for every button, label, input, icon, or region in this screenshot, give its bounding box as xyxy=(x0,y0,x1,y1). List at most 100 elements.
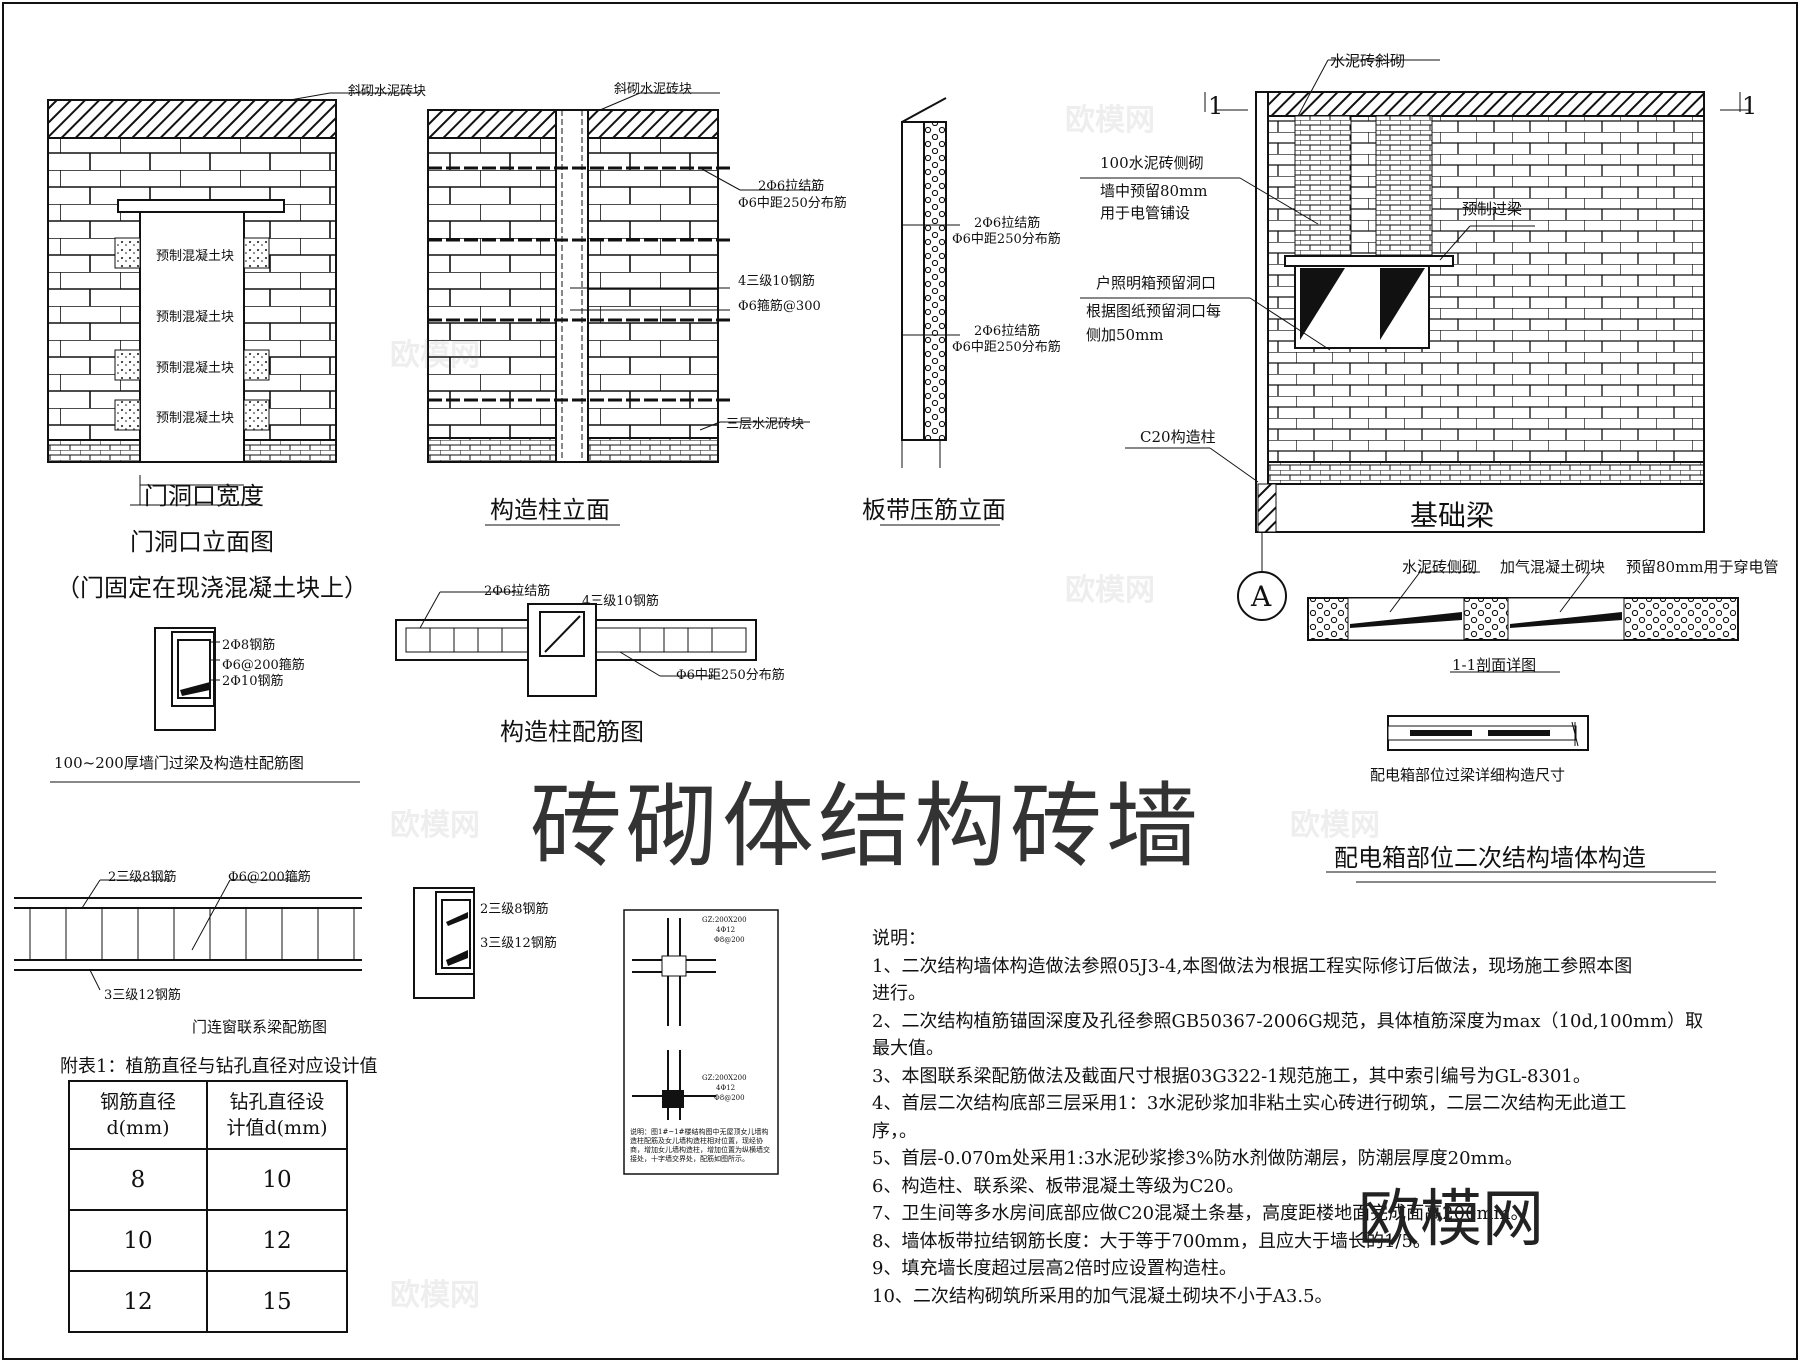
brand-logo: 欧模网 xyxy=(1358,1182,1545,1255)
door-caption-elevation: 门洞口立面图 xyxy=(130,528,274,556)
door-top-label: 斜砌水泥砖块 xyxy=(348,84,427,99)
table-cell: 8 xyxy=(68,1148,208,1211)
tie-beam-top-label: 2三级8钢筋 xyxy=(108,870,177,885)
col-rebar-tie-label: 2Φ6拉结筋 xyxy=(484,584,551,599)
note-line: 序，。 xyxy=(872,1120,917,1142)
column-top-label: 斜砌水泥砖块 xyxy=(614,82,693,97)
door-elevation xyxy=(47,92,420,506)
table-cell: 10 xyxy=(68,1209,208,1272)
watermark: 欧模网 xyxy=(390,1278,480,1313)
gz-label: GZ:200X200 xyxy=(702,1074,747,1082)
watermark: 欧模网 xyxy=(390,338,480,373)
tie-beam-sec-bot-label: 3三级12钢筋 xyxy=(480,936,557,951)
table-title: 附表1：植筋直径与钻孔直径对应设计值 xyxy=(60,1056,378,1077)
col-rebar-main-label: 4三级10钢筋 xyxy=(582,594,659,609)
section-caption: 1-1剖面详图 xyxy=(1452,656,1537,674)
col-rebar-dist-label: Φ6中距250分布筋 xyxy=(676,668,785,683)
column-rebar-label: 4三级10钢筋 xyxy=(738,274,815,289)
box-lintel-label: 预制过梁 xyxy=(1462,200,1523,218)
gz-label: GZ:200X200 xyxy=(702,916,747,924)
door-block-label: 预制混凝土块 xyxy=(156,249,235,264)
col-rebar-caption: 构造柱配筋图 xyxy=(500,718,644,746)
note-line: 8、墙体板带拉结钢筋长度：大于等于700mm，且应大于墙长的1/5。 xyxy=(872,1230,1431,1252)
gz-stirrup-label: Φ8@200 xyxy=(714,936,745,944)
table-head-hole: 钻孔直径设 xyxy=(229,1091,325,1113)
section-label-b: 加气混凝土砌块 xyxy=(1500,558,1606,576)
band-caption: 板带压筋立面 xyxy=(862,496,1006,524)
note-line: 10、二次结构砌筑所采用的加气混凝土砌块不小于A3.5。 xyxy=(872,1285,1333,1307)
note-line: 7、卫生间等多水房间底部应做C20混凝土条基，高度距楼地面完成面高200mm。 xyxy=(872,1203,1529,1224)
watermark: 欧模网 xyxy=(1290,808,1380,843)
notes-block: 说明： 1、二次结构墙体构造做法参照05J3-4,本图做法为根据工程实际修订后做… xyxy=(872,925,1800,1310)
table-head-hole-unit: 计值d(mm) xyxy=(226,1117,328,1139)
door-block-label: 预制混凝土块 xyxy=(156,411,235,426)
column-elevation-caption: 构造柱立面 xyxy=(490,496,610,524)
watermark: 欧模网 xyxy=(390,808,480,843)
lintel-section xyxy=(50,627,360,783)
tie-beam-caption: 门连窗联系梁配筋图 xyxy=(192,1018,328,1036)
band-tie-label: 2Φ6拉结筋 xyxy=(974,216,1041,231)
box-side-label: 100水泥砖侧砌 xyxy=(1100,154,1204,172)
box-top-label: 水泥砖斜砌 xyxy=(1330,52,1406,70)
band-dist-label: Φ6中距250分布筋 xyxy=(952,340,1061,355)
note-line: 9、填充墙长度超过层高2倍时应设置构造柱。 xyxy=(872,1258,1237,1279)
tie-beam-section xyxy=(413,887,475,999)
lintel-stirrup-label: Φ6@200箍筋 xyxy=(222,658,305,673)
column-rebar-plan xyxy=(395,591,757,697)
box-wall-elevation xyxy=(1080,59,1750,621)
box-column-label: C20构造柱 xyxy=(1140,428,1216,446)
box-axis-label: A xyxy=(1251,580,1272,613)
note-line: 1、二次结构墙体构造做法参照05J3-4,本图做法为根据工程实际修订后做法，现场… xyxy=(872,955,1633,977)
gz-panel xyxy=(623,909,779,1175)
page-title: 砖砌体结构砖墙 xyxy=(530,773,1203,880)
lintel-detail xyxy=(1326,715,1716,883)
band-tie-label: 2Φ6拉结筋 xyxy=(974,324,1041,339)
note-line: 2、二次结构植筋锚固深度及孔径参照GB50367-2006G规范，具体植筋深度为… xyxy=(872,1010,1704,1032)
gz-rebar-label: 4Φ12 xyxy=(716,926,736,934)
band-dist-label: Φ6中距250分布筋 xyxy=(952,232,1061,247)
box-hole-label: 户照明箱预留洞口 xyxy=(1096,274,1217,292)
door-caption-note: （门固定在现浇混凝土块上） xyxy=(56,574,368,602)
lintel-detail-caption: 配电箱部位过梁详细构造尺寸 xyxy=(1370,766,1566,784)
lintel-caption: 100~200厚墙门过梁及构造柱配筋图 xyxy=(54,754,304,772)
tie-beam-bottom-label: 3三级12钢筋 xyxy=(104,988,181,1003)
column-tie-label: 2Φ6拉结筋 xyxy=(758,179,825,194)
table-cell: 12 xyxy=(206,1209,348,1272)
lintel-rebar-label: 2Φ8钢筋 xyxy=(222,638,276,653)
note-line: 进行。 xyxy=(872,983,926,1004)
box-hole-label-3: 侧加50mm xyxy=(1086,326,1164,344)
box-hole-label-2: 根据图纸预留洞口每 xyxy=(1086,302,1222,320)
gz-rebar-label: 4Φ12 xyxy=(716,1084,736,1092)
table-cell: 10 xyxy=(206,1148,348,1211)
column-dist-label: Φ6中距250分布筋 xyxy=(738,196,847,211)
box-beam-label: 基础梁 xyxy=(1410,499,1495,532)
table-head-rebar: 钢筋直径 xyxy=(99,1091,176,1113)
section-label-a: 水泥砖侧砌 xyxy=(1402,558,1478,576)
column-stirrup-label: Φ6箍筋@300 xyxy=(738,299,821,314)
band-elevation xyxy=(880,97,1000,526)
table-cell: 15 xyxy=(206,1270,348,1333)
column-bottom-label: 三层水泥砖块 xyxy=(726,417,805,432)
tie-beam-stirrup-label: Φ6@200箍筋 xyxy=(228,870,311,885)
tie-beam-elevation xyxy=(14,879,362,991)
gz-stirrup-label: Φ8@200 xyxy=(714,1094,745,1102)
note-line: 5、首层-0.070m处采用1:3水泥砂浆掺3%防水剂做防潮层，防潮层厚度20m… xyxy=(872,1148,1523,1169)
door-block-label: 预制混凝土块 xyxy=(156,310,235,325)
box-side-label-2: 墙中预留80mm xyxy=(1100,182,1208,200)
tie-beam-sec-top-label: 2三级8钢筋 xyxy=(480,902,549,917)
section-mark-right: 1 xyxy=(1742,92,1758,120)
gz-note: 说明：图1#~1#楼结构图中无屋顶女儿墙构造柱配筋及女儿墙构造柱相对位置，现经协… xyxy=(630,1128,770,1163)
watermark: 欧模网 xyxy=(1065,573,1155,608)
section-label-c: 预留80mm用于穿电管 xyxy=(1626,558,1779,576)
table-head-rebar-unit: d(mm) xyxy=(106,1117,170,1139)
watermark: 欧模网 xyxy=(1065,103,1155,138)
door-block-label: 预制混凝土块 xyxy=(156,361,235,376)
note-line: 6、构造柱、联系梁、板带混凝土等级为C20。 xyxy=(872,1175,1245,1197)
note-line: 4、首层二次结构底部三层采用1：3水泥砂浆加非粘土实心砖进行砌筑，二层二次结构无… xyxy=(872,1093,1627,1114)
door-caption-width: 门洞口宽度 xyxy=(144,482,264,510)
